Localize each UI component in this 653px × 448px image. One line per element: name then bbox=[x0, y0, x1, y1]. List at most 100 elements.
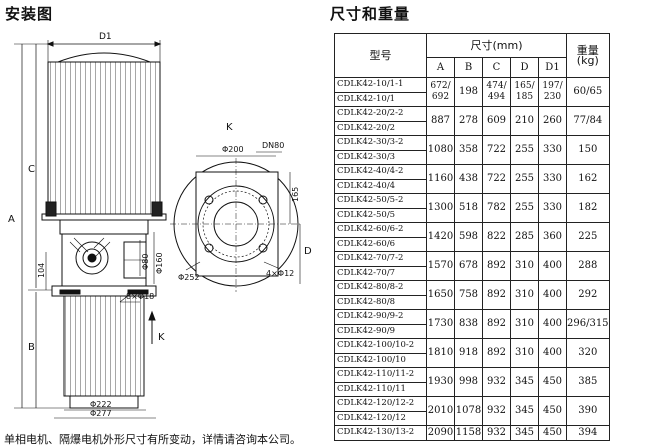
label-k-top: K bbox=[226, 122, 233, 133]
table-cell: 330 bbox=[538, 135, 567, 165]
table-cell: 400 bbox=[538, 251, 567, 281]
table-cell: 310 bbox=[510, 251, 539, 281]
table-cell: 330 bbox=[538, 164, 567, 194]
table-cell: 598 bbox=[454, 222, 483, 252]
table-cell: 2090 bbox=[426, 425, 455, 441]
label-phi222: Φ222 bbox=[90, 400, 112, 409]
table-cell: 450 bbox=[538, 425, 567, 441]
label-a: A bbox=[8, 214, 15, 225]
model-variant: CDLK42-60/6 bbox=[335, 236, 426, 252]
table-cell: 1160 bbox=[426, 164, 455, 194]
table-cell: 358 bbox=[454, 135, 483, 165]
table-cell: 1078 bbox=[454, 396, 483, 426]
model-variant: CDLK42-10/1 bbox=[335, 91, 426, 107]
model-variant: CDLK42-100/10 bbox=[335, 352, 426, 368]
model-variant: CDLK42-20/2-2 bbox=[337, 108, 404, 118]
table-cell: 345 bbox=[510, 367, 539, 397]
table-cell: 255 bbox=[510, 135, 539, 165]
weight-header-unit: (kg) bbox=[576, 53, 599, 67]
model-variant: CDLK42-50/5-2 bbox=[337, 195, 404, 205]
label-phi80: Φ80 bbox=[141, 254, 150, 270]
table-cell: 385 bbox=[566, 367, 610, 397]
table-cell: 345 bbox=[510, 425, 539, 441]
model-cell: CDLK42-130/13-2 bbox=[334, 425, 427, 441]
table-cell: 255 bbox=[510, 193, 539, 223]
table-cell: 197/ 230 bbox=[538, 77, 567, 107]
table-cell: 278 bbox=[454, 106, 483, 136]
table-cell: 394 bbox=[566, 425, 610, 441]
table-cell: 887 bbox=[426, 106, 455, 136]
table-cell: 310 bbox=[510, 309, 539, 339]
table-cell: 345 bbox=[510, 396, 539, 426]
model-variant: CDLK42-10/1-1 bbox=[337, 79, 404, 89]
table-cell: 255 bbox=[510, 164, 539, 194]
table-cell: 330 bbox=[538, 193, 567, 223]
label-k-side: K bbox=[158, 332, 165, 343]
column-header: D1 bbox=[538, 57, 567, 78]
model-variant: CDLK42-110/11-2 bbox=[337, 369, 415, 379]
label-b: B bbox=[28, 342, 35, 353]
table-cell: 310 bbox=[510, 280, 539, 310]
table-cell: 672/ 692 bbox=[426, 77, 455, 107]
table-cell: 77/84 bbox=[566, 106, 610, 136]
label-165: 165 bbox=[291, 187, 300, 202]
model-variant: CDLK42-50/5 bbox=[335, 207, 426, 223]
table-cell: 400 bbox=[538, 309, 567, 339]
table-cell: 932 bbox=[482, 367, 511, 397]
table-cell: 162 bbox=[566, 164, 610, 194]
label-d1: D1 bbox=[99, 32, 112, 42]
drawing-labels: D1 A C B D K K Φ200 DN80 165 Φ80 Φ160 10… bbox=[8, 32, 312, 418]
table-cell: 892 bbox=[482, 251, 511, 281]
footnote: 单相电机、隔爆电机外形尺寸有所变动，详情请咨询本公司。 bbox=[4, 433, 301, 446]
table-cell: 285 bbox=[510, 222, 539, 252]
table-cell: 198 bbox=[454, 77, 483, 107]
label-c: C bbox=[28, 164, 35, 175]
pump-front-view bbox=[14, 40, 167, 419]
table-cell: 1930 bbox=[426, 367, 455, 397]
table-cell: 838 bbox=[454, 309, 483, 339]
table-cell: 998 bbox=[454, 367, 483, 397]
model-variant: CDLK42-30/3-2 bbox=[337, 137, 404, 147]
table-cell: 609 bbox=[482, 106, 511, 136]
model-variant: CDLK42-70/7-2 bbox=[337, 253, 404, 263]
table-cell: 822 bbox=[482, 222, 511, 252]
table-cell: 918 bbox=[454, 338, 483, 368]
table-cell: 165/ 185 bbox=[510, 77, 539, 107]
model-variant: CDLK42-110/11 bbox=[335, 381, 426, 397]
model-variant: CDLK42-60/6-2 bbox=[337, 224, 404, 234]
table-cell: 450 bbox=[538, 396, 567, 426]
table-cell: 932 bbox=[482, 396, 511, 426]
table-cell: 1080 bbox=[426, 135, 455, 165]
model-variant: CDLK42-90/9 bbox=[335, 323, 426, 339]
table-cell: 1158 bbox=[454, 425, 483, 441]
table-cell: 400 bbox=[538, 338, 567, 368]
table-cell: 390 bbox=[566, 396, 610, 426]
table-cell: 150 bbox=[566, 135, 610, 165]
table-cell: 474/ 494 bbox=[482, 77, 511, 107]
table-cell: 1810 bbox=[426, 338, 455, 368]
table-cell: 722 bbox=[482, 135, 511, 165]
table-cell: 1650 bbox=[426, 280, 455, 310]
table-cell: 182 bbox=[566, 193, 610, 223]
table-cell: 260 bbox=[538, 106, 567, 136]
label-phi277: Φ277 bbox=[90, 409, 112, 418]
table-cell: 60/65 bbox=[566, 77, 610, 107]
